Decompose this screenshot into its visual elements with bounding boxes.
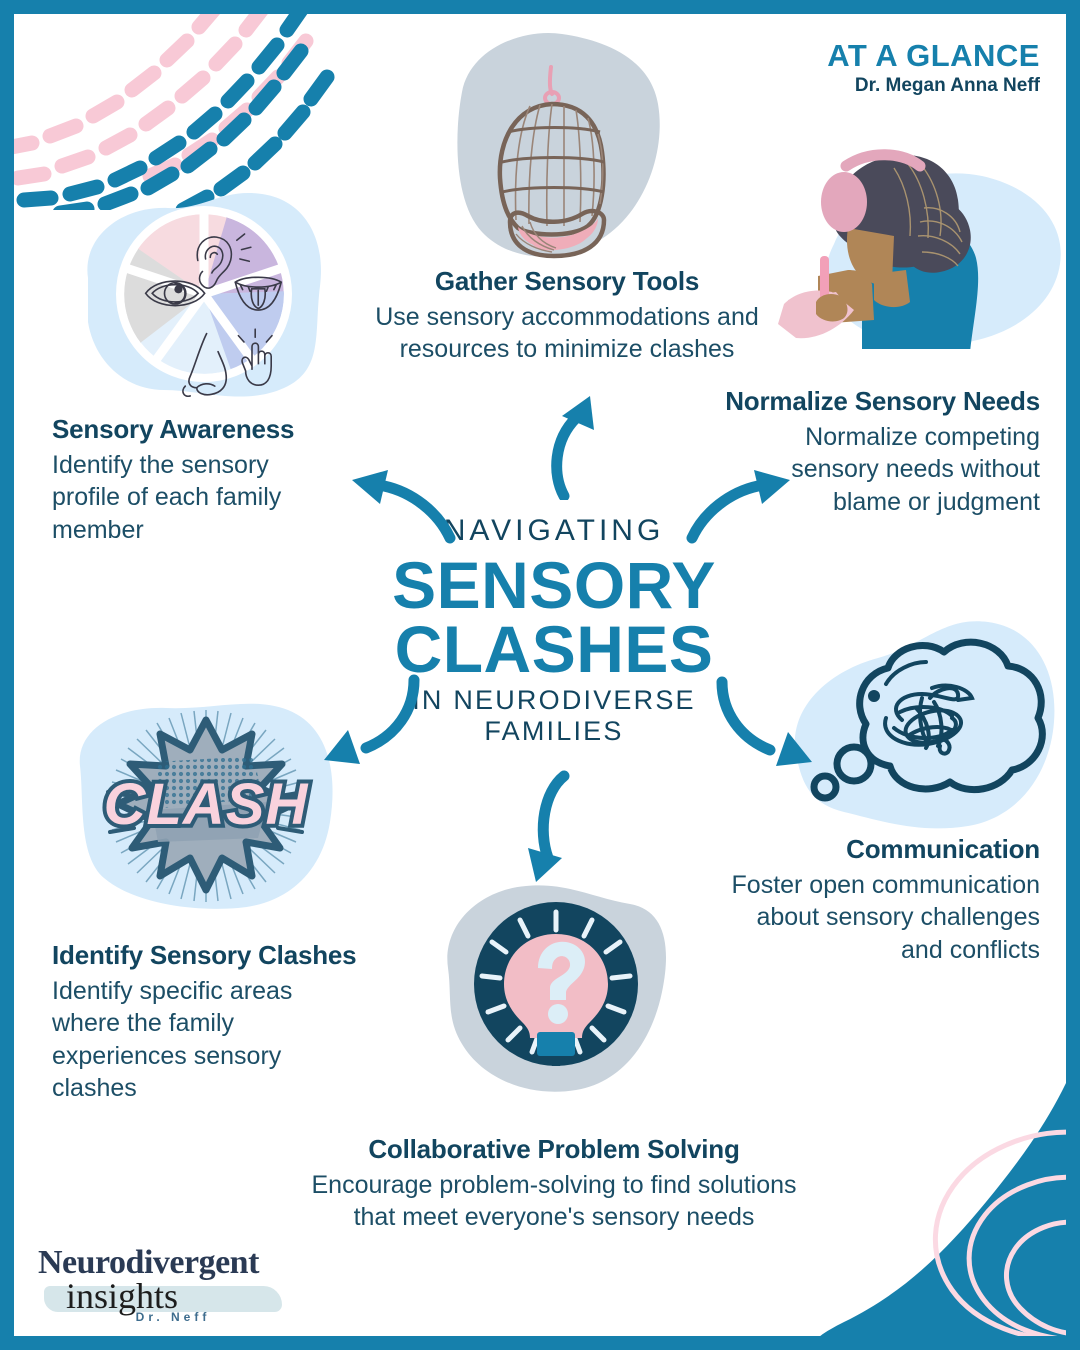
arrow-down-to-problem-solving xyxy=(528,770,570,882)
step-body-line: Identify specific areas xyxy=(52,976,293,1005)
step-body-line: where the family xyxy=(52,1009,235,1038)
step-title: Normalize Sensory Needs xyxy=(725,386,1040,416)
step-identify-sensory-clashes: Identify Sensory Clashes Identify specif… xyxy=(52,940,432,1105)
step-body-line: about sensory challenges xyxy=(756,903,1040,932)
step-title: Communication xyxy=(846,834,1040,864)
step-title: Sensory Awareness xyxy=(52,414,295,444)
header-brand: AT A GLANCE Dr. Megan Anna Neff xyxy=(620,38,1040,96)
step-body-line: member xyxy=(52,515,144,544)
lightbulb-question-mark-icon xyxy=(447,885,667,1092)
hub-subtitle-line2: FAMILIES xyxy=(484,716,624,747)
top-left-dashes-decoration xyxy=(14,14,335,210)
neurodivergent-insights-logo: Neurodivergent insights Dr. Neff xyxy=(38,1246,308,1324)
step-body-line: and conflicts xyxy=(901,935,1040,964)
author-name: Dr. Megan Anna Neff xyxy=(854,74,1040,96)
center-hub-title: NAVIGATING SENSORY CLASHES IN NEURODIVER… xyxy=(364,514,744,748)
step-body-line: Normalize competing xyxy=(805,422,1040,451)
arrow-downright-to-communication xyxy=(716,676,812,766)
step-communication: Communication Foster open communication … xyxy=(620,834,1041,966)
logo-line-dr-neff: Dr. Neff xyxy=(135,1310,211,1324)
step-body-line: Encourage problem-solving to find soluti… xyxy=(311,1170,797,1199)
arrow-upleft-to-sensory-awareness xyxy=(352,470,456,544)
step-collaborative-problem-solving: Collaborative Problem Solving Encourage … xyxy=(244,1134,864,1234)
step-body-line: clashes xyxy=(52,1074,137,1103)
hanging-egg-chair-icon xyxy=(457,32,660,259)
step-title: Collaborative Problem Solving xyxy=(368,1134,740,1164)
person-with-headphones-writing-icon xyxy=(778,149,1061,349)
step-body-line: Use sensory accommodations and xyxy=(375,302,759,331)
arrow-upright-to-normalize xyxy=(686,470,790,544)
step-body-line: Identify the sensory xyxy=(52,450,269,479)
at-a-glance-label: AT A GLANCE xyxy=(827,38,1040,73)
five-senses-wheel-icon xyxy=(87,192,321,398)
step-body-line: resources to minimize clashes xyxy=(399,335,735,364)
thought-bubble-scribble-icon xyxy=(794,621,1055,829)
bottom-right-blob-decoration xyxy=(820,1082,1066,1336)
hub-subtitle-line1: IN NEURODIVERSE xyxy=(412,685,696,716)
arrow-downleft-to-identify-clashes xyxy=(324,674,420,764)
logo-line-insights: insights xyxy=(66,1276,179,1316)
step-body-line: experiences sensory xyxy=(52,1041,282,1070)
step-title: Gather Sensory Tools xyxy=(434,266,700,296)
step-normalize-sensory-needs: Normalize Sensory Needs Normalize compet… xyxy=(640,386,1040,518)
step-body-line: profile of each family xyxy=(52,483,282,512)
hub-title-line1: SENSORY xyxy=(392,548,716,622)
step-gather-sensory-tools: Gather Sensory Tools Use sensory accommo… xyxy=(332,266,802,366)
logo-swoosh-decoration xyxy=(44,1286,282,1312)
hub-title-line2: CLASHES xyxy=(394,612,714,687)
step-body-line: blame or judgment xyxy=(832,487,1040,516)
hub-kicker: NAVIGATING xyxy=(443,514,665,547)
logo-line-neurodivergent: Neurodivergent xyxy=(38,1244,259,1281)
step-sensory-awareness: Sensory Awareness Identify the sensory p… xyxy=(52,414,382,546)
step-body-line: Foster open communication xyxy=(731,870,1040,899)
clash-word: CLASH xyxy=(104,772,309,837)
arrow-up-to-gather-tools xyxy=(551,396,594,500)
step-title: Identify Sensory Clashes xyxy=(52,940,357,970)
step-body-line: that meet everyone's sensory needs xyxy=(353,1203,755,1232)
step-body-line: sensory needs without xyxy=(791,455,1040,484)
comic-clash-burst-icon: CLASH xyxy=(79,703,333,909)
